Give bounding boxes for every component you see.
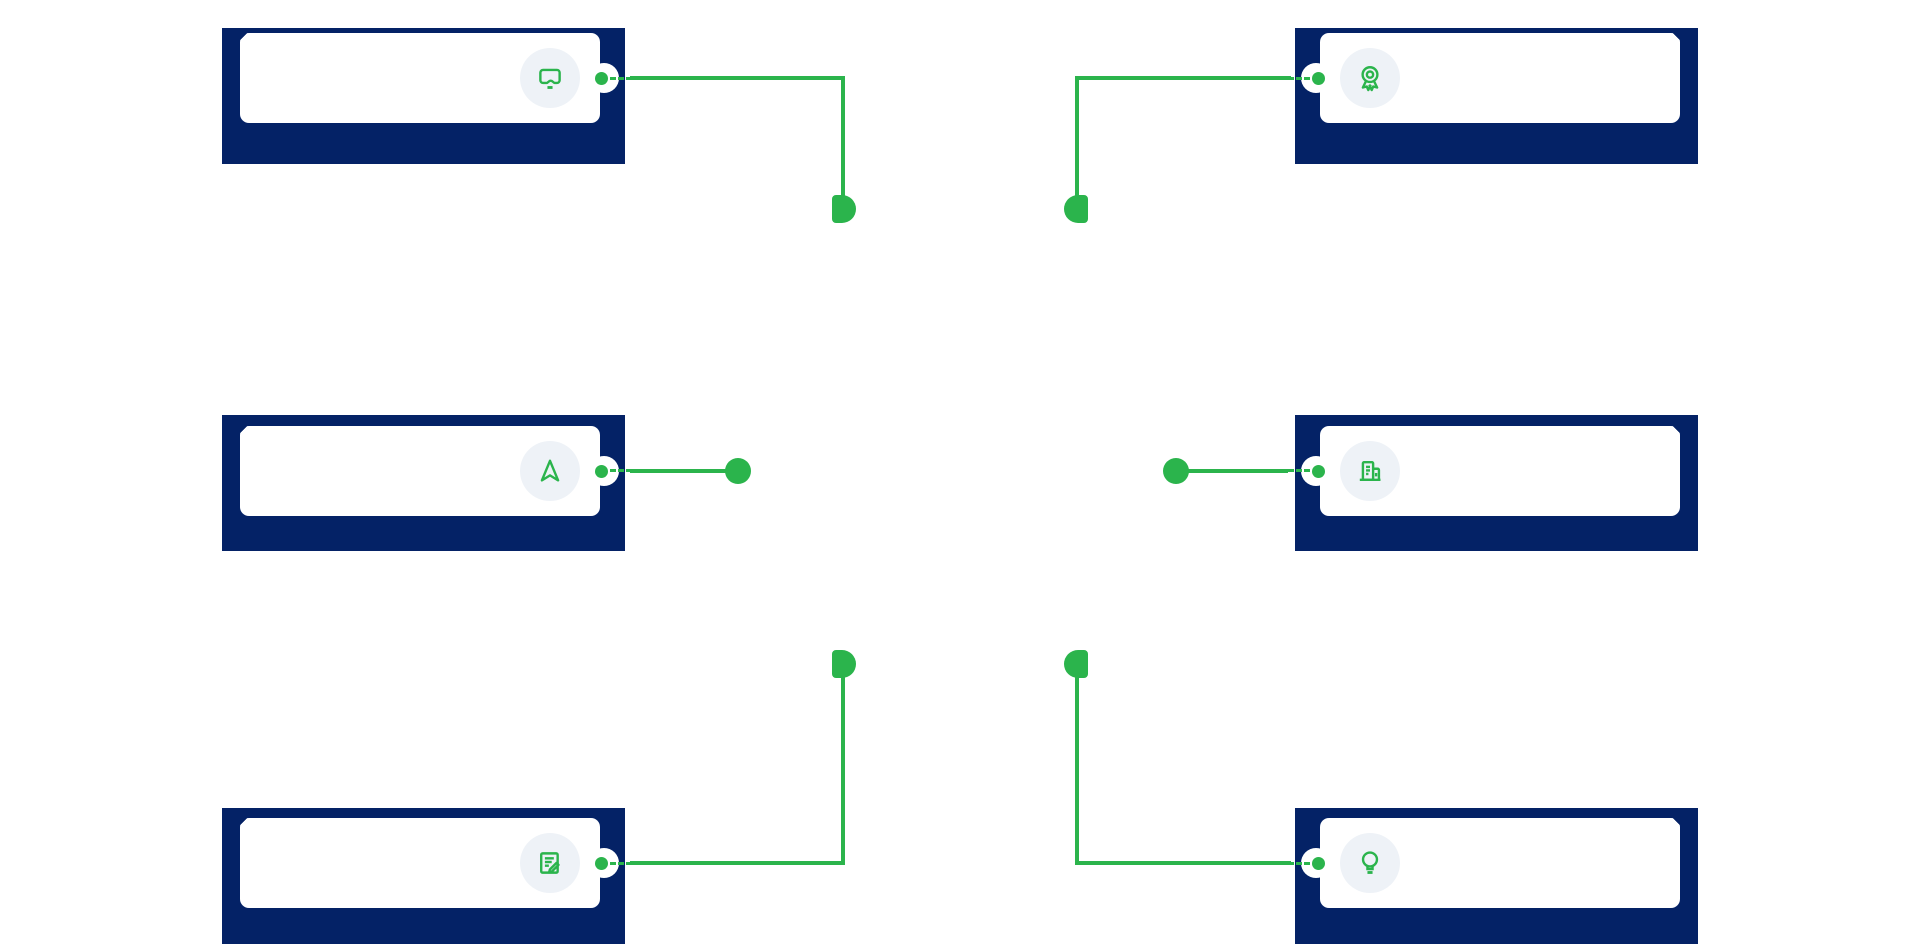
connector-endpoint-dot[interactable] (1163, 457, 1189, 484)
projector-screen-icon (539, 68, 561, 89)
connector-port-dot[interactable] (1312, 71, 1325, 85)
icon-circle (1340, 48, 1400, 108)
connector-line-vertical (1075, 76, 1079, 199)
node-panel (240, 818, 600, 908)
node-card-bottom-left[interactable] (222, 808, 625, 944)
connector-endpoint-dot[interactable] (725, 457, 751, 484)
corner-fold (240, 33, 247, 40)
node-panel (240, 426, 600, 516)
connector-port-dot[interactable] (1312, 464, 1325, 478)
connector-line-horizontal (630, 76, 845, 80)
connector-port-dot[interactable] (1312, 856, 1325, 870)
navigation-arrow-icon (540, 459, 560, 482)
corner-fold (1673, 818, 1680, 825)
node-card-middle-right[interactable] (1295, 415, 1698, 551)
connector-endpoint-tab[interactable] (1064, 650, 1088, 678)
connector-port-dot[interactable] (595, 464, 608, 478)
edit-document-icon (540, 852, 560, 874)
icon-circle (1340, 441, 1400, 501)
node-panel (1320, 818, 1680, 908)
connector-line-vertical (1075, 676, 1079, 865)
node-card-middle-left[interactable] (222, 415, 625, 551)
connector-line-vertical (841, 676, 845, 865)
connector-endpoint-tab[interactable] (832, 650, 856, 678)
connector-line-horizontal (1187, 468, 1288, 473)
node-panel (1320, 426, 1680, 516)
node-panel (1320, 33, 1680, 123)
lightbulb-icon (1361, 851, 1379, 874)
connector-port-dot[interactable] (595, 71, 608, 85)
connector-dash-segment (1288, 76, 1310, 80)
connector-port-dot[interactable] (595, 856, 608, 870)
connector-endpoint-tab[interactable] (1064, 195, 1088, 223)
icon-circle (520, 441, 580, 501)
connector-line-horizontal (630, 861, 845, 865)
node-panel (240, 33, 600, 123)
connector-line-horizontal (1075, 861, 1291, 865)
node-card-top-right[interactable] (1295, 28, 1698, 164)
icon-circle (1340, 833, 1400, 893)
corner-fold (240, 426, 247, 433)
corner-fold (1673, 33, 1680, 40)
corner-fold (1673, 426, 1680, 433)
connector-line-horizontal (630, 468, 727, 473)
connector-line-vertical (841, 76, 845, 199)
icon-circle (520, 833, 580, 893)
node-card-top-left[interactable] (222, 28, 625, 164)
corner-fold (240, 818, 247, 825)
connector-dash-segment (610, 861, 632, 865)
connector-dash-segment (610, 76, 632, 80)
connector-dash-segment (1288, 861, 1310, 865)
connector-dash-segment (1288, 469, 1310, 472)
connector-dash-segment (610, 469, 632, 472)
connector-endpoint-tab[interactable] (832, 195, 856, 223)
icon-circle (520, 48, 580, 108)
connector-line-horizontal (1075, 76, 1291, 80)
office-building-icon (1359, 461, 1381, 481)
medal-icon (1361, 66, 1379, 92)
node-card-bottom-right[interactable] (1295, 808, 1698, 944)
